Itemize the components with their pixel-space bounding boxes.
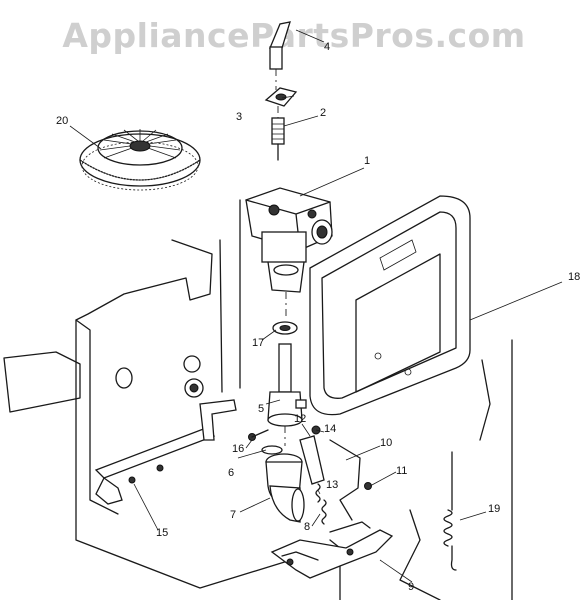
callout-20: 20 (56, 115, 69, 127)
callout-2: 2 (320, 107, 327, 119)
callout-5: 5 (258, 403, 265, 415)
part-17-washer[interactable] (272, 321, 298, 335)
callout-10: 10 (380, 437, 393, 449)
part-15-bracket[interactable] (94, 399, 237, 505)
callout-1: 1 (364, 155, 371, 167)
part-20-flywheel[interactable] (79, 129, 201, 191)
callout-12: 12 (294, 413, 307, 425)
callout-3: 3 (236, 111, 243, 123)
callout-6: 6 (228, 467, 235, 479)
callout-18: 18 (568, 271, 581, 283)
part-13-spring[interactable] (315, 483, 321, 503)
part-7-elbow[interactable] (265, 453, 305, 523)
callout-15: 15 (156, 527, 169, 539)
callout-7: 7 (230, 509, 237, 521)
part-2-needle[interactable] (271, 106, 285, 161)
part-18-housing[interactable] (309, 195, 471, 416)
callout-4: 4 (324, 41, 331, 53)
part-1-carburetor[interactable] (245, 187, 333, 318)
part-11-screw[interactable] (364, 482, 372, 490)
callout-11: 11 (396, 465, 408, 477)
part-12-lever[interactable] (299, 435, 325, 485)
part-4-tube[interactable] (269, 21, 291, 90)
part-10-bracket[interactable] (329, 439, 361, 521)
part-3-gasket[interactable] (264, 87, 298, 107)
callout-16: 16 (232, 443, 245, 455)
part-6-ring[interactable] (261, 445, 283, 455)
part-5-bowl[interactable] (267, 343, 307, 446)
callout-14: 14 (324, 423, 337, 435)
callout-13: 13 (326, 479, 339, 491)
part-9-base-plate[interactable] (270, 521, 394, 579)
part-16-screw[interactable] (248, 429, 269, 441)
part-19-spring[interactable] (443, 451, 457, 571)
part-8-spring[interactable] (321, 499, 327, 525)
callout-19: 19 (488, 503, 501, 515)
callout-8: 8 (304, 521, 311, 533)
callout-9: 9 (408, 581, 415, 593)
leader-lines (69, 29, 563, 583)
callout-17: 17 (252, 337, 265, 349)
watermark-text: AppliancePartsPros.com (62, 16, 526, 55)
